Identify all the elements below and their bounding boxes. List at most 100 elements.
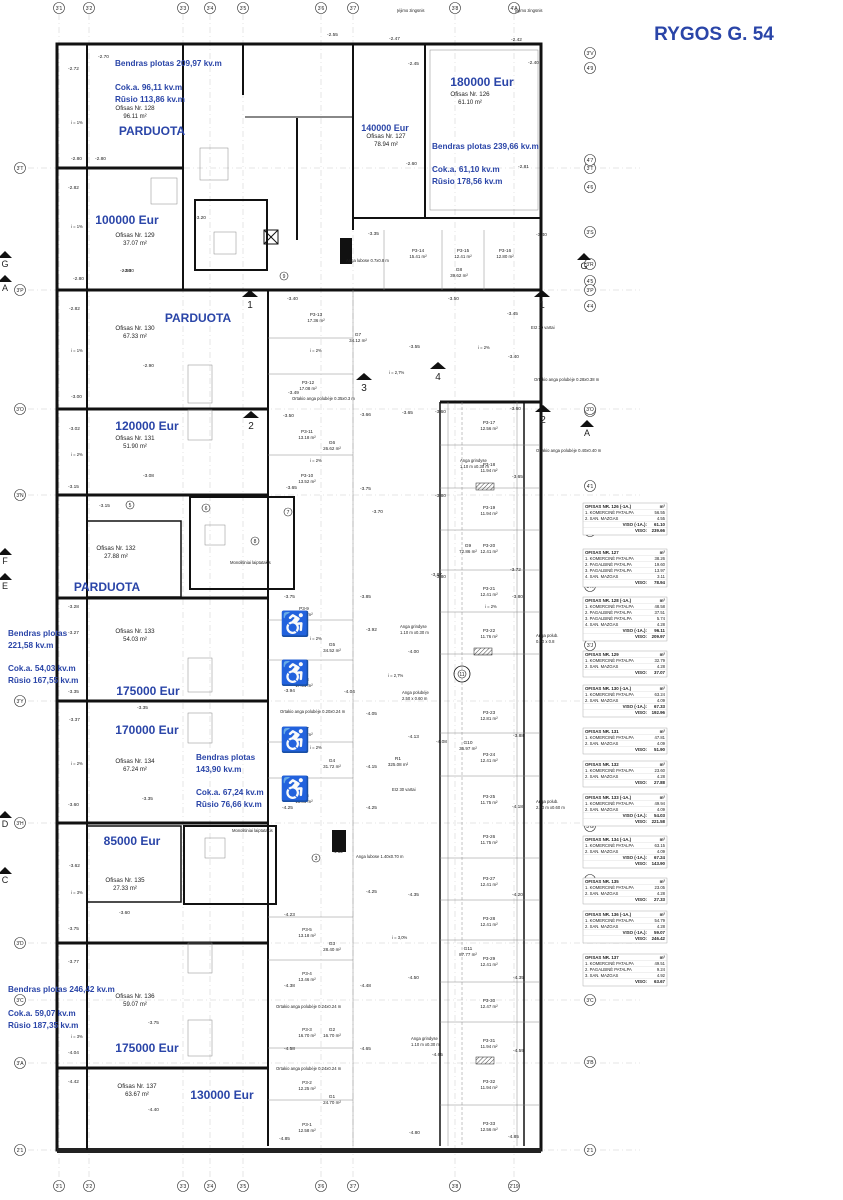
- section-arrow: [0, 251, 12, 258]
- axis-bubble-bottom: [177, 1180, 189, 1192]
- drawing-note: Ortakio anga polubėje 0.40x0.40 m: [536, 448, 602, 453]
- legend-row-label: VISO (-1A.):: [623, 628, 648, 633]
- legend-row-value: 143.90: [652, 861, 666, 866]
- legend-title: OFISAS NR. 129: [585, 652, 619, 657]
- legend-row-value: 4.09: [657, 807, 666, 812]
- section-arrow: [0, 275, 12, 282]
- legend-row-value: 32.79: [655, 658, 666, 663]
- level-mark: -4.80: [409, 1130, 420, 1136]
- level-mark: -3.77: [68, 959, 79, 965]
- legend-row-value: 4.28: [657, 924, 666, 929]
- level-mark: -3.45: [507, 311, 518, 317]
- legend-unit: m²: [660, 762, 666, 767]
- section-arrow: [580, 420, 594, 427]
- price-label: PARDUOTA: [165, 311, 232, 325]
- level-mark: -3.55: [409, 344, 420, 350]
- legend-row-label: 1. KOMERCINĖ PATALPA: [585, 604, 634, 609]
- level-mark: -3.66: [360, 412, 371, 418]
- legend-title: OFISAS NR. 136 (-1A.): [585, 912, 632, 917]
- level-mark: -4.15: [366, 764, 377, 770]
- area-note: 221,58 kv.m: [8, 641, 53, 650]
- axis-label-right: 3'P: [586, 288, 594, 294]
- legend-row-label: 2. SAN. MAZGAS: [585, 774, 618, 779]
- axis-label-left: 3'D: [16, 941, 24, 947]
- drawing-note: 2.50 x 0.60 m: [402, 696, 428, 701]
- legend-row-value: 4.92: [657, 973, 666, 978]
- legend-row-label: 2. SAN. MAZGAS: [585, 516, 618, 521]
- level-mark: -3.60: [68, 802, 79, 808]
- office-name: Ofisas Nr. 131: [115, 435, 155, 442]
- level-mark: -3.80: [435, 574, 446, 580]
- axis-label-left: 3'A: [16, 1061, 24, 1067]
- price-label: 85000 Eur: [104, 834, 161, 848]
- legend-row-label: 3. PAGALBINĖ PATALPA: [585, 616, 632, 621]
- axis-bubble-top: [237, 2, 249, 14]
- parking-id: P3-21: [483, 586, 496, 591]
- legend-row-label: 1. KOMERCINĖ PATALPA: [585, 801, 634, 806]
- level-mark: -3.35: [142, 796, 153, 802]
- parking-area: 13.52 m²: [298, 479, 316, 484]
- level-mark: -4.50: [408, 975, 419, 981]
- axis-bubble-left: [14, 994, 26, 1006]
- level-mark: -3.72: [510, 567, 521, 573]
- level-mark: -2.81: [518, 164, 529, 170]
- level-marks: -2.70-2.72-2.80-2.80-2.82-3.20-2.80-2.80…: [68, 32, 547, 1142]
- legend-row-label: 4. SAN. MAZGAS: [585, 574, 618, 579]
- office-name: Ofisas Nr. 130: [115, 325, 155, 332]
- axis-label-left: 3'O: [16, 407, 24, 413]
- section-arrow: [0, 573, 12, 580]
- section-marker-label: G: [580, 261, 587, 271]
- parking-id: P3-3: [302, 1027, 312, 1032]
- parking-id: P3-17: [483, 420, 496, 425]
- zone-area: 24.70 m²: [323, 1100, 341, 1105]
- view-arrow: [430, 362, 446, 369]
- level-mark: -3.75: [148, 1020, 159, 1026]
- axis-bubble-left: [14, 1057, 26, 1069]
- view-marker-label: 2: [540, 415, 546, 426]
- level-mark: -4.13: [408, 734, 419, 740]
- level-mark: -3.60: [510, 406, 521, 412]
- axis-label-top: 3'1: [56, 6, 63, 12]
- legend-title: OFISAS NR. 128 (-1A.): [585, 598, 632, 603]
- area-note: Rūsio 187,35 kv.m: [8, 1021, 78, 1030]
- parking-area: 15.41 m²: [409, 254, 427, 259]
- drawing-note: Monolitiniai laiptatakis: [232, 828, 273, 833]
- parking-area: 11.76 m²: [480, 634, 498, 639]
- stair-number: 3: [315, 856, 318, 862]
- stair-number: 7: [287, 510, 290, 516]
- axis-label-right: 4'4: [587, 304, 594, 310]
- area-note: Bendras plotas 209,97 kv.m: [115, 59, 222, 68]
- parking-area: 13.46 m²: [298, 977, 316, 982]
- legend-unit: m²: [660, 955, 666, 960]
- view-arrow: [243, 411, 259, 418]
- legend-row-label: 2. SAN. MAZGAS: [585, 698, 618, 703]
- parking-area: 12.41 m²: [480, 962, 498, 967]
- parking-id: P3-31: [483, 1038, 496, 1043]
- legend-row-label: VISO:: [635, 861, 647, 866]
- axis-bubble-left: [14, 817, 26, 829]
- parking-id: P3-24: [483, 752, 496, 757]
- level-mark: -3.87: [431, 572, 442, 578]
- level-mark: -3.50: [448, 296, 459, 302]
- zone-id: G5: [329, 642, 336, 648]
- legend-row-value: 37.51: [655, 610, 666, 615]
- office-area: 37.07 m²: [123, 241, 147, 247]
- legend-row-value: 246.42: [652, 936, 666, 941]
- level-mark: -4.65: [432, 1052, 443, 1058]
- axis-bubble-top: [53, 2, 65, 14]
- axis-label-top: 3'3: [180, 6, 187, 12]
- view-arrow: [534, 290, 550, 297]
- parking-area: 12.41 m²: [480, 882, 498, 887]
- stair-number-bubble: [283, 507, 293, 517]
- level-mark: -3.70: [372, 509, 383, 515]
- axis-bubble-right: [584, 994, 596, 1006]
- legend-table: [582, 760, 668, 788]
- drawing-note: Ortakio anga polubėje 0.20x0.24 m: [280, 709, 346, 714]
- level-mark: -4.85: [279, 1136, 290, 1142]
- axis-bubble-right: [584, 226, 596, 238]
- axis-bubble-bottom: [449, 1180, 461, 1192]
- level-mark: -2.60: [406, 161, 417, 167]
- parking-id: P3-22: [483, 628, 496, 633]
